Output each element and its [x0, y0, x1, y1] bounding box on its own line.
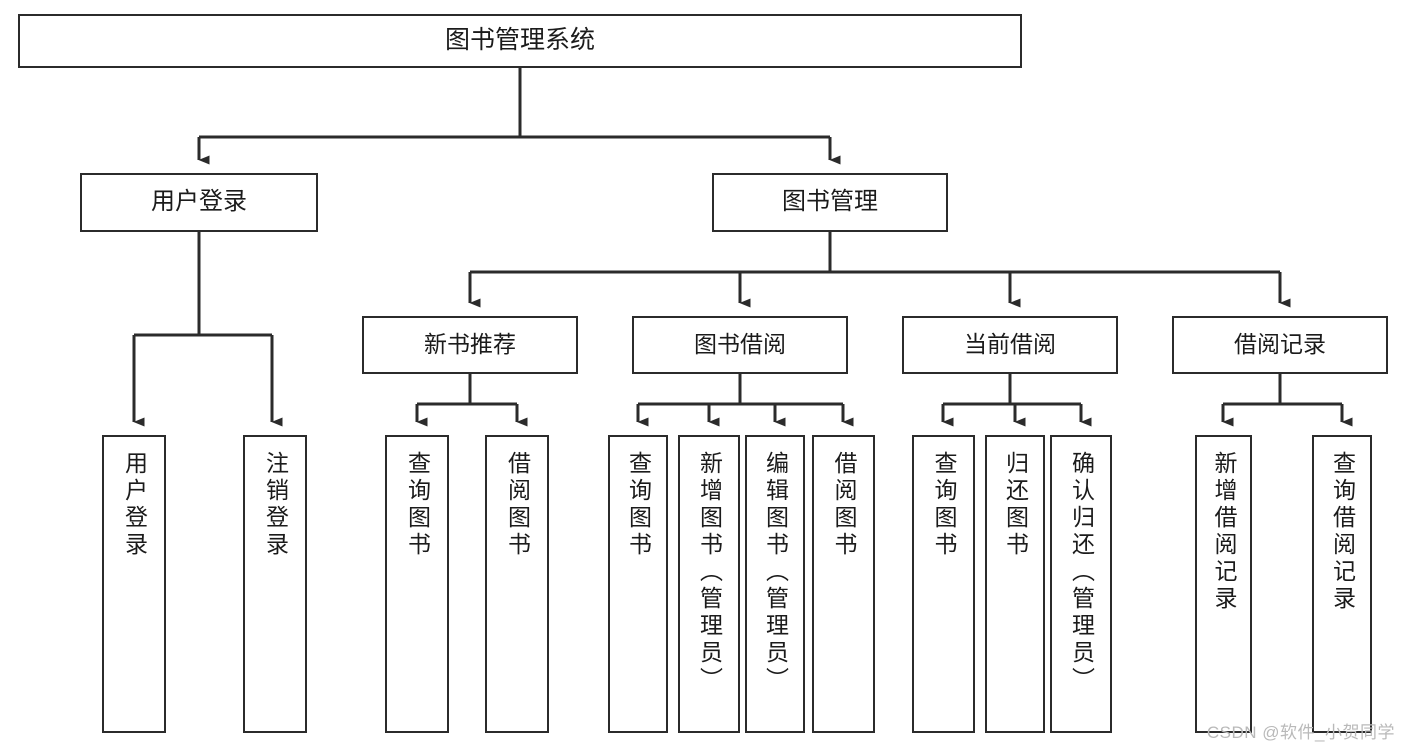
- leaf-return-book[interactable]: 归还图书: [985, 435, 1045, 733]
- node-borrow-records[interactable]: 借阅记录: [1172, 316, 1388, 374]
- leaf-query-book-borrow-label: 查询图书: [625, 451, 652, 559]
- leaf-query-book-borrow[interactable]: 查询图书: [608, 435, 668, 733]
- leaf-query-borrow-record-label: 查询借阅记录: [1329, 451, 1356, 613]
- leaf-logout[interactable]: 注销登录: [243, 435, 307, 733]
- leaf-add-book-admin-label: 新增图书（管理员）: [696, 451, 723, 694]
- node-new-book-recommend[interactable]: 新书推荐: [362, 316, 578, 374]
- node-book-management[interactable]: 图书管理: [712, 173, 948, 232]
- node-book-borrow[interactable]: 图书借阅: [632, 316, 848, 374]
- leaf-edit-book-admin-label: 编辑图书（管理员）: [762, 451, 789, 694]
- node-current-borrow-label: 当前借阅: [964, 331, 1056, 358]
- leaf-user-login-label: 用户登录: [121, 451, 148, 559]
- leaf-return-book-label: 归还图书: [1002, 451, 1029, 559]
- leaf-borrow-book-recommend-label: 借阅图书: [504, 451, 531, 559]
- leaf-query-book-recommend-label: 查询图书: [404, 451, 431, 559]
- leaf-confirm-return-admin[interactable]: 确认归还（管理员）: [1050, 435, 1112, 733]
- leaf-query-book-recommend[interactable]: 查询图书: [385, 435, 449, 733]
- node-current-borrow[interactable]: 当前借阅: [902, 316, 1118, 374]
- leaf-borrow-book-label: 借阅图书: [831, 451, 857, 559]
- leaf-add-borrow-record-label: 新增借阅记录: [1211, 451, 1237, 613]
- node-book-borrow-label: 图书借阅: [694, 331, 786, 358]
- node-user-login-label: 用户登录: [151, 188, 247, 216]
- node-book-management-label: 图书管理: [782, 188, 878, 216]
- leaf-query-borrow-record[interactable]: 查询借阅记录: [1312, 435, 1372, 733]
- leaf-logout-label: 注销登录: [262, 451, 289, 559]
- node-root-label: 图书管理系统: [444, 26, 595, 55]
- leaf-add-borrow-record[interactable]: 新增借阅记录: [1195, 435, 1252, 733]
- node-borrow-records-label: 借阅记录: [1234, 331, 1326, 358]
- node-new-book-recommend-label: 新书推荐: [424, 331, 516, 358]
- node-root[interactable]: 图书管理系统: [18, 14, 1022, 68]
- leaf-borrow-book-recommend[interactable]: 借阅图书: [485, 435, 549, 733]
- leaf-add-book-admin[interactable]: 新增图书（管理员）: [678, 435, 740, 733]
- leaf-query-book-current-label: 查询图书: [931, 451, 957, 559]
- node-user-login[interactable]: 用户登录: [80, 173, 318, 232]
- leaf-confirm-return-admin-label: 确认归还（管理员）: [1068, 451, 1095, 694]
- leaf-user-login[interactable]: 用户登录: [102, 435, 166, 733]
- leaf-query-book-current[interactable]: 查询图书: [912, 435, 975, 733]
- leaf-edit-book-admin[interactable]: 编辑图书（管理员）: [745, 435, 805, 733]
- leaf-borrow-book[interactable]: 借阅图书: [812, 435, 875, 733]
